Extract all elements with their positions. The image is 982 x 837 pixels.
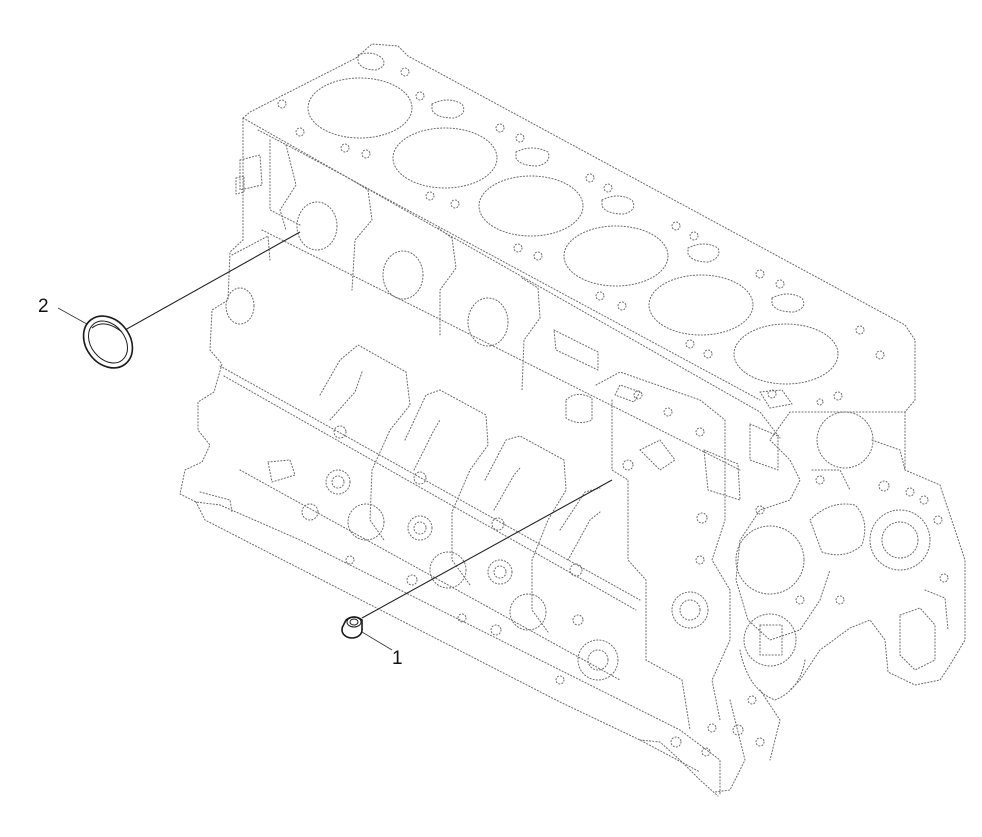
leader-lines bbox=[57, 231, 613, 651]
leader-line-1 bbox=[361, 479, 613, 619]
deck-passages bbox=[357, 52, 805, 409]
front-face bbox=[565, 371, 779, 731]
callout-number-2: 2 bbox=[38, 296, 49, 317]
rear-face bbox=[714, 411, 949, 793]
cylinder-bores bbox=[307, 77, 839, 385]
seal-ring-part bbox=[82, 315, 134, 369]
engine-block bbox=[179, 43, 966, 797]
crankcase-ribs bbox=[319, 344, 601, 633]
callout-1-pointer bbox=[361, 631, 393, 651]
plug-part bbox=[341, 616, 363, 639]
leader-line-2 bbox=[124, 231, 301, 331]
bearing-bosses bbox=[301, 425, 619, 681]
callout-number-1: 1 bbox=[392, 648, 403, 669]
deck-holes bbox=[277, 67, 885, 406]
